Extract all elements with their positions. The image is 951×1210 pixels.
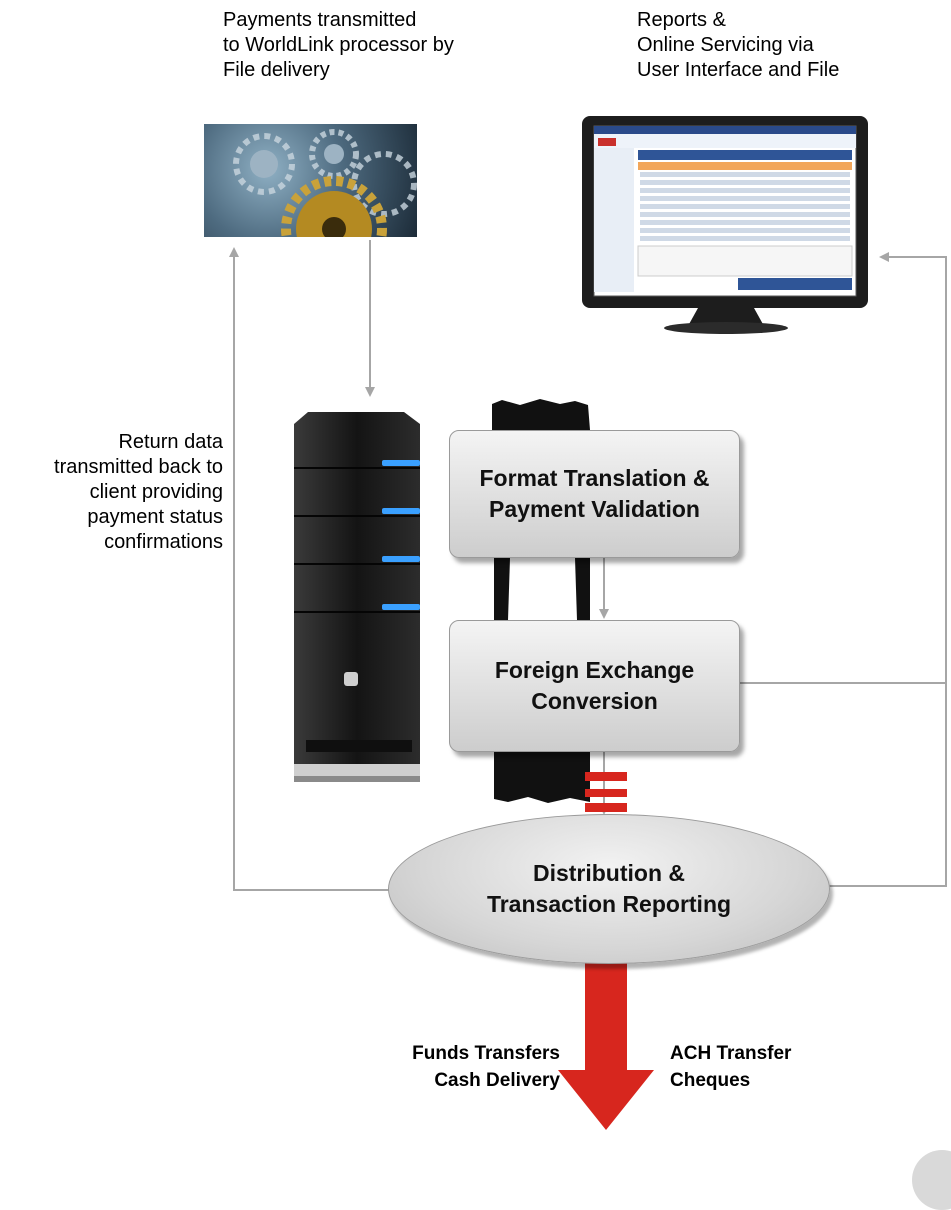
monitor-screenshot-image [578,112,874,336]
payments-transmitted-label: Payments transmitted to WorldLink proces… [223,9,454,81]
distribution-to-right-line [828,252,947,887]
distribution-ellipse: Distribution & Transaction Reporting [388,814,830,964]
return-data-arrow [229,247,392,891]
output-arrow [558,772,654,1130]
monitor-icon [582,116,868,334]
return-data-label: Return data transmitted back to client p… [54,431,223,553]
torn-paper-bottom [494,752,590,803]
gears-icon [233,129,417,237]
funds-transfers-label: Funds Transfers Cash Delivery [412,1043,560,1091]
gears-image [204,124,417,237]
torn-paper-mid-right [575,558,590,620]
server-tower-image [286,404,428,788]
foreign-exchange-box: Foreign Exchange Conversion [449,620,740,752]
format-translation-box: Format Translation & Payment Validation [449,430,740,558]
reports-online-servicing-label: Reports & Online Servicing via User Inte… [637,9,840,81]
torn-paper-mid-left [494,558,510,620]
ach-transfer-label: ACH Transfer Cheques [670,1043,792,1091]
server-icon [294,412,420,782]
torn-paper-top [492,399,590,430]
